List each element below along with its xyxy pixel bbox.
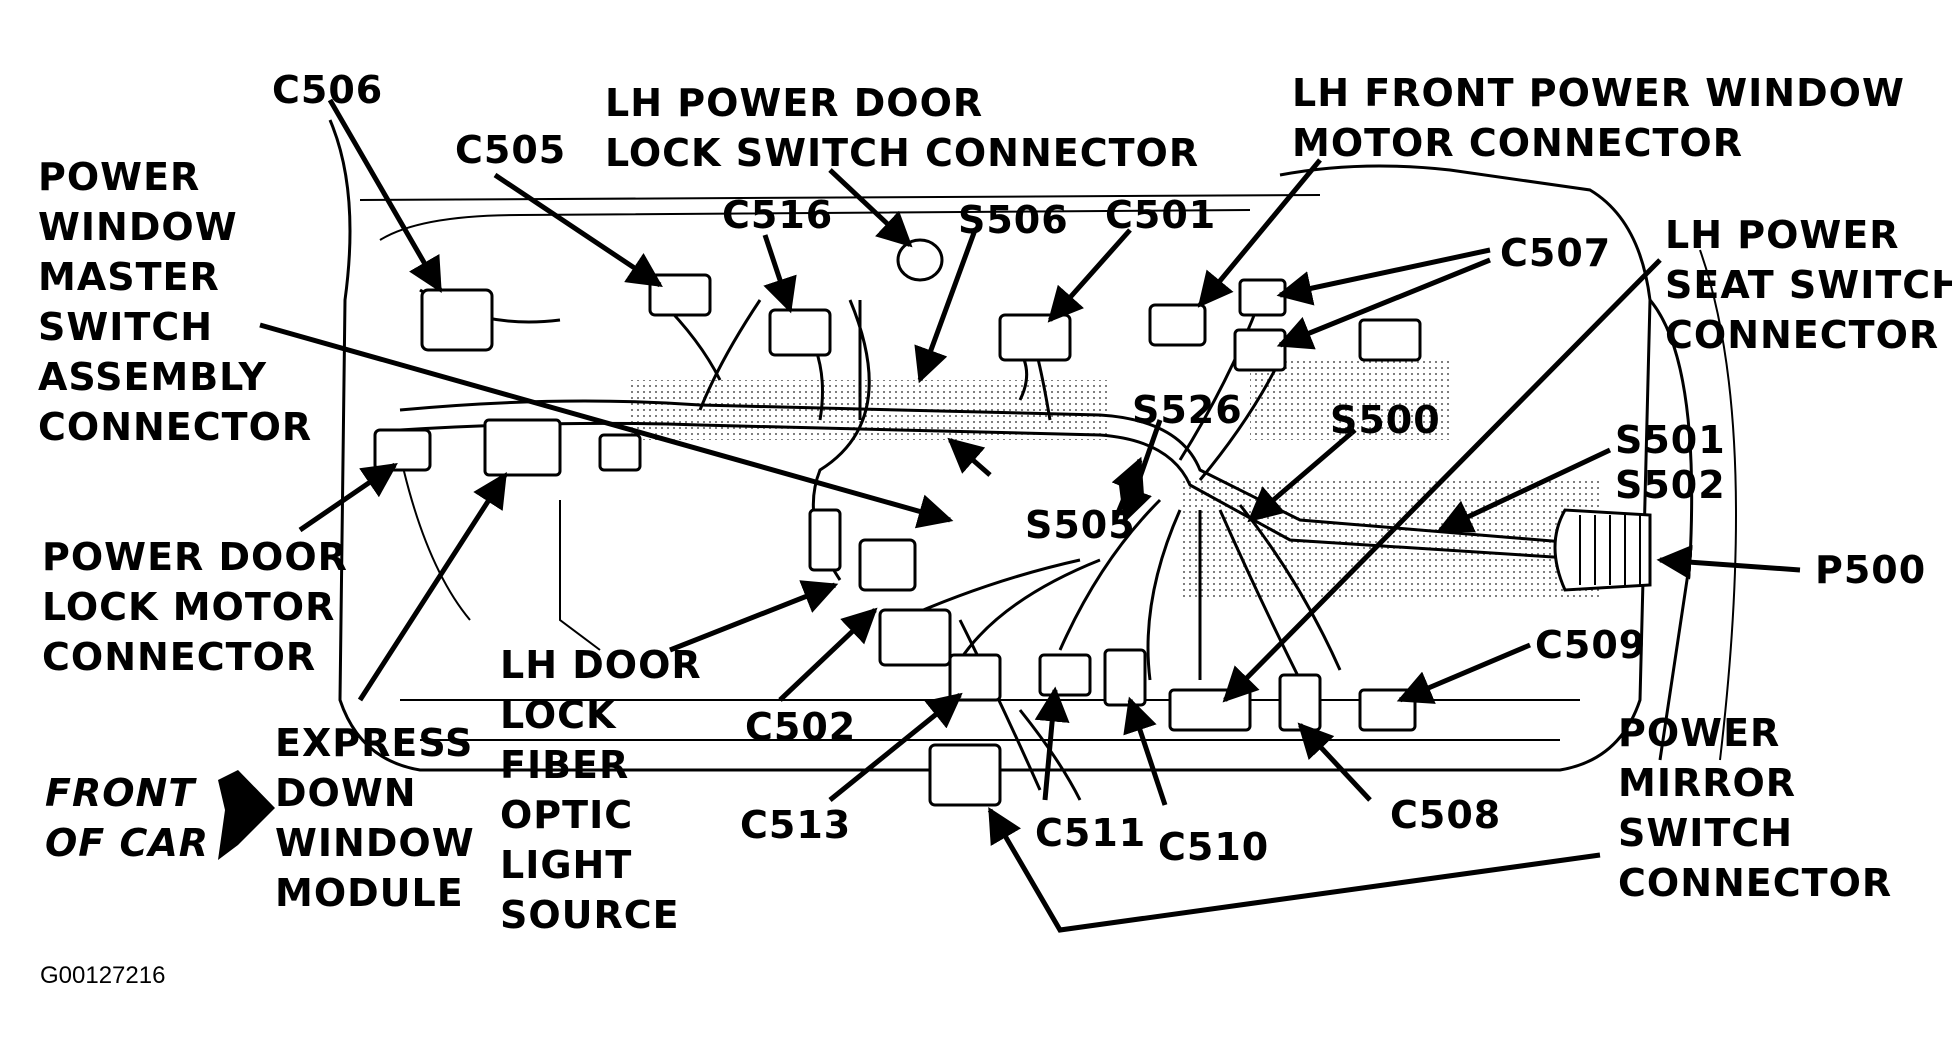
label-c502: C502 (745, 705, 857, 749)
label-line: SWITCH (38, 305, 214, 349)
mirror-switch-leader (987, 806, 1601, 933)
label-line: LOCK SWITCH CONNECTOR (605, 131, 1200, 175)
label-express-down: EXPRESS DOWN WINDOW MODULE (275, 718, 475, 918)
label-lh-seat-switch: LH POWER SEAT SWITCH CONNECTOR (1665, 210, 1952, 360)
label-c516: C516 (722, 193, 834, 237)
label-line: WINDOW (275, 821, 475, 865)
label-line: LOCK (500, 693, 617, 737)
label-line: SOURCE (500, 893, 680, 937)
label-s505: S505 (1025, 503, 1136, 547)
door-panel (328, 119, 1737, 772)
label-line: LOCK MOTOR (42, 585, 336, 629)
label-s500: S500 (1330, 398, 1441, 442)
label-line: SWITCH (1618, 811, 1794, 855)
label-p500: P500 (1815, 548, 1927, 592)
figure-code: G00127216 (40, 962, 166, 989)
label-line: MODULE (275, 871, 464, 915)
label-s501: S501 (1615, 418, 1726, 462)
leader-arrows (259, 98, 1801, 806)
label-line: CONNECTOR (42, 635, 317, 679)
label-c506: C506 (272, 68, 384, 112)
label-line: EXPRESS (275, 721, 474, 765)
label-s506: S506 (958, 198, 1069, 242)
label-c501: C501 (1105, 193, 1217, 237)
label-line: LH FRONT POWER WINDOW (1292, 71, 1905, 115)
label-line: CONNECTOR (38, 405, 313, 449)
label-line: POWER DOOR (42, 535, 348, 579)
connectors (373, 238, 1652, 807)
label-line: POWER (1618, 711, 1781, 755)
label-line: ASSEMBLY (38, 355, 267, 399)
label-line: LH DOOR (500, 643, 702, 687)
label-line: CONNECTOR (1618, 861, 1893, 905)
p500-grommet-ribs (1579, 515, 1641, 585)
label-line: SEAT SWITCH (1665, 263, 1952, 307)
label-c507: C507 (1500, 231, 1612, 275)
label-line: FIBER (500, 743, 630, 787)
label-line: LH POWER DOOR (605, 81, 984, 125)
label-line: LIGHT (500, 843, 633, 887)
label-line: FRONT (45, 771, 196, 815)
label-door-lock-motor: POWER DOOR LOCK MOTOR CONNECTOR (42, 532, 348, 682)
label-s526: S526 (1132, 388, 1243, 432)
label-lh-door-lock-switch: LH POWER DOOR LOCK SWITCH CONNECTOR (605, 78, 1199, 178)
label-line: LH POWER (1665, 213, 1900, 257)
front-of-car-arrow (218, 770, 275, 860)
label-c511: C511 (1035, 811, 1147, 855)
label-line: POWER (38, 155, 201, 199)
label-line: CONNECTOR (1665, 313, 1940, 357)
label-mirror-switch: POWER MIRROR SWITCH CONNECTOR (1618, 708, 1892, 908)
label-line: OF CAR (45, 821, 210, 865)
label-line: DOWN (275, 771, 417, 815)
label-c505: C505 (455, 128, 567, 172)
label-line: MIRROR (1618, 761, 1797, 805)
label-line: WINDOW (38, 205, 238, 249)
label-c509: C509 (1535, 623, 1647, 667)
label-fiber-optic: LH DOOR LOCK FIBER OPTIC LIGHT SOURCE (500, 640, 702, 940)
label-line: OPTIC (500, 793, 634, 837)
harness-shading (630, 360, 1600, 600)
label-master-switch: POWER WINDOW MASTER SWITCH ASSEMBLY CONN… (38, 152, 312, 452)
label-c508: C508 (1390, 793, 1502, 837)
label-line: MOTOR CONNECTOR (1292, 121, 1743, 165)
label-front-of-car: FRONT OF CAR (45, 768, 209, 868)
label-s502: S502 (1615, 463, 1726, 507)
label-c510: C510 (1158, 825, 1270, 869)
label-line: MASTER (38, 255, 220, 299)
label-c513: C513 (740, 803, 852, 847)
label-lh-front-window-motor: LH FRONT POWER WINDOW MOTOR CONNECTOR (1292, 68, 1905, 168)
